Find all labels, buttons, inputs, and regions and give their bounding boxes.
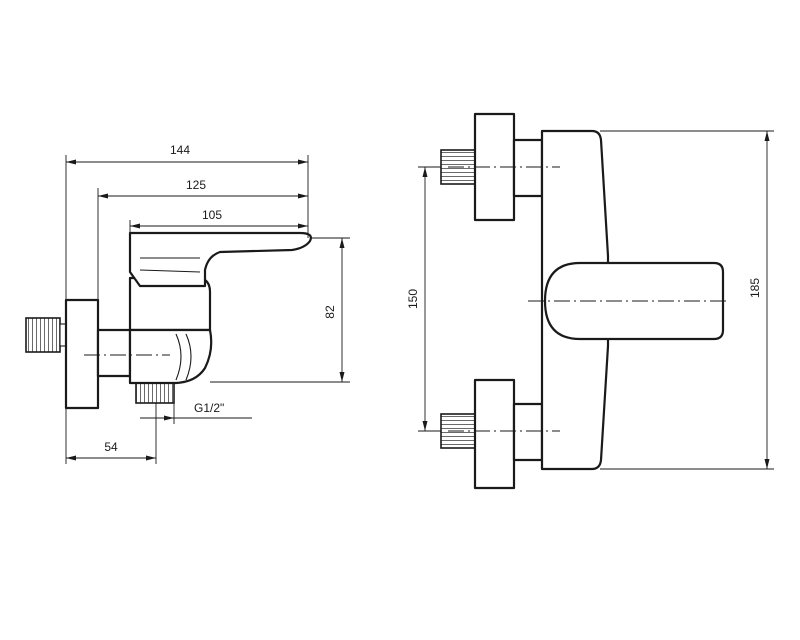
dim-185: 185 [600,130,774,470]
dim-150-label: 150 [406,289,420,309]
side-connector-pipe [96,328,132,378]
dim-54-label: 54 [104,440,118,454]
dim-125: 125 [97,178,308,330]
front-view: 150 185 [406,112,774,490]
dim-144-label: 144 [170,143,190,157]
dim-105: 105 [129,208,308,233]
dim-125-label: 125 [186,178,206,192]
thread-callout-label: G1/2" [194,401,224,415]
dim-54: 54 [65,403,157,464]
side-handle-lever [128,231,312,288]
dim-82: 82 [210,237,350,383]
dim-144: 144 [65,143,309,300]
thread-callout: G1/2" [140,401,252,424]
dim-150: 150 [406,166,441,432]
dim-185-label: 185 [748,278,762,298]
front-lower-inlet [440,378,544,490]
dim-105-label: 105 [202,208,222,222]
side-wall-flange [64,298,100,410]
side-spout [128,328,213,385]
dim-82-label: 82 [323,305,337,319]
side-view: 144 125 105 82 [25,143,350,464]
side-outlet-thread [135,382,175,404]
side-inlet-thread [25,317,67,353]
